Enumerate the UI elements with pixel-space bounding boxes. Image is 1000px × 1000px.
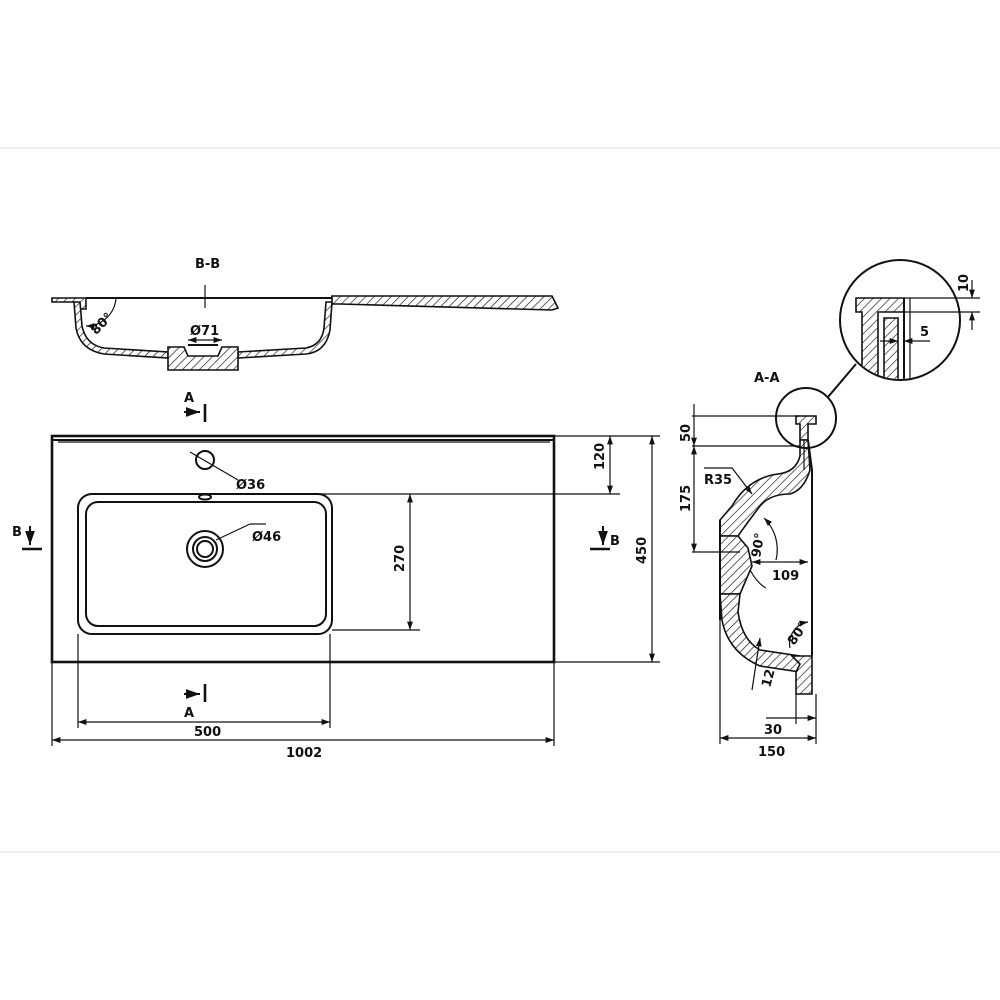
- plan-outline: [50, 434, 556, 664]
- bb-bowl-left-wall: [73, 301, 169, 359]
- section-marker-b-right: B: [590, 526, 620, 551]
- aa-angle-90-arc: [763, 517, 778, 561]
- aa-back-face: [807, 439, 813, 656]
- drain-dia-label: Ø46: [252, 530, 281, 545]
- detail-dim-10-label: 10: [957, 274, 972, 292]
- tap-hole-dia-label: Ø36: [236, 478, 265, 493]
- plan-drain-mid: [192, 536, 218, 562]
- aa-detail-marker-circle: [775, 387, 837, 449]
- bb-angle-arc: [85, 297, 117, 329]
- aa-angle-80-arc: [788, 620, 809, 649]
- dim-270-label: 270: [393, 545, 408, 572]
- section-marker-b-left: B: [12, 525, 42, 551]
- aa-upper-bowl-wall: [719, 439, 811, 537]
- section-aa-view: A-A 50 175 R35 90° 109 80°: [679, 363, 857, 760]
- section-marker-b-right-label: B: [610, 534, 620, 549]
- section-marker-a-bottom: A: [184, 684, 207, 721]
- aa-angle-90-label: 90°: [749, 532, 768, 559]
- aa-mid-wall: [719, 535, 753, 595]
- detail-wall-section: [883, 317, 899, 379]
- bb-drain-boss: [167, 346, 239, 371]
- plan-bowl-outer: [77, 493, 333, 635]
- aa-dim-109-label: 109: [772, 569, 799, 584]
- dim-450-label: 450: [635, 537, 650, 564]
- bb-drain-dia-label: Ø71: [190, 324, 219, 339]
- dim-500-label: 500: [194, 725, 221, 740]
- section-marker-a-top-label: A: [184, 391, 194, 406]
- plan-bowl-inner: [85, 501, 327, 627]
- tap-hole-leader: [189, 451, 239, 481]
- aa-r35-leader: [704, 467, 753, 495]
- section-marker-a-top: A: [184, 391, 207, 422]
- aa-109-arc: [749, 569, 767, 589]
- aa-dim-50-label: 50: [679, 424, 694, 442]
- section-marker-b-left-label: B: [12, 525, 22, 540]
- dim-120-label: 120: [593, 443, 608, 470]
- plan-drain-inner: [196, 540, 214, 558]
- detail-view: 10 5: [839, 259, 980, 381]
- section-aa-title: A-A: [754, 371, 780, 386]
- aa-dim-175-label: 175: [679, 485, 694, 512]
- plan-overflow-slot: [198, 493, 212, 501]
- drain-leader: [215, 523, 251, 541]
- aa-dim-30-label: 30: [764, 723, 782, 738]
- aa-dim-150-label: 150: [758, 745, 785, 760]
- section-bb-title: B-B: [195, 257, 220, 272]
- plan-drain-outer: [186, 530, 224, 568]
- detail-dim-5-label: 5: [920, 325, 929, 340]
- section-marker-a-bottom-label: A: [184, 706, 194, 721]
- bb-angle-label: 80°: [88, 310, 116, 338]
- bb-bowl-right-wall: [237, 301, 333, 359]
- plan-tap-hole: [195, 450, 215, 470]
- aa-top-rim: [795, 415, 817, 441]
- detail-circle: [839, 259, 961, 381]
- aa-dim-12-line: [751, 637, 762, 691]
- aa-r35-label: R35: [704, 473, 732, 488]
- aa-detail-leader: [827, 363, 857, 398]
- plan-view: Ø36 Ø46 A A B B: [12, 391, 660, 761]
- bb-right-deck: [331, 295, 560, 311]
- aa-dim-12-label: 12: [759, 668, 778, 689]
- section-bb-view: B-B 80° Ø71: [51, 257, 560, 371]
- dim-1002-label: 1002: [286, 746, 322, 761]
